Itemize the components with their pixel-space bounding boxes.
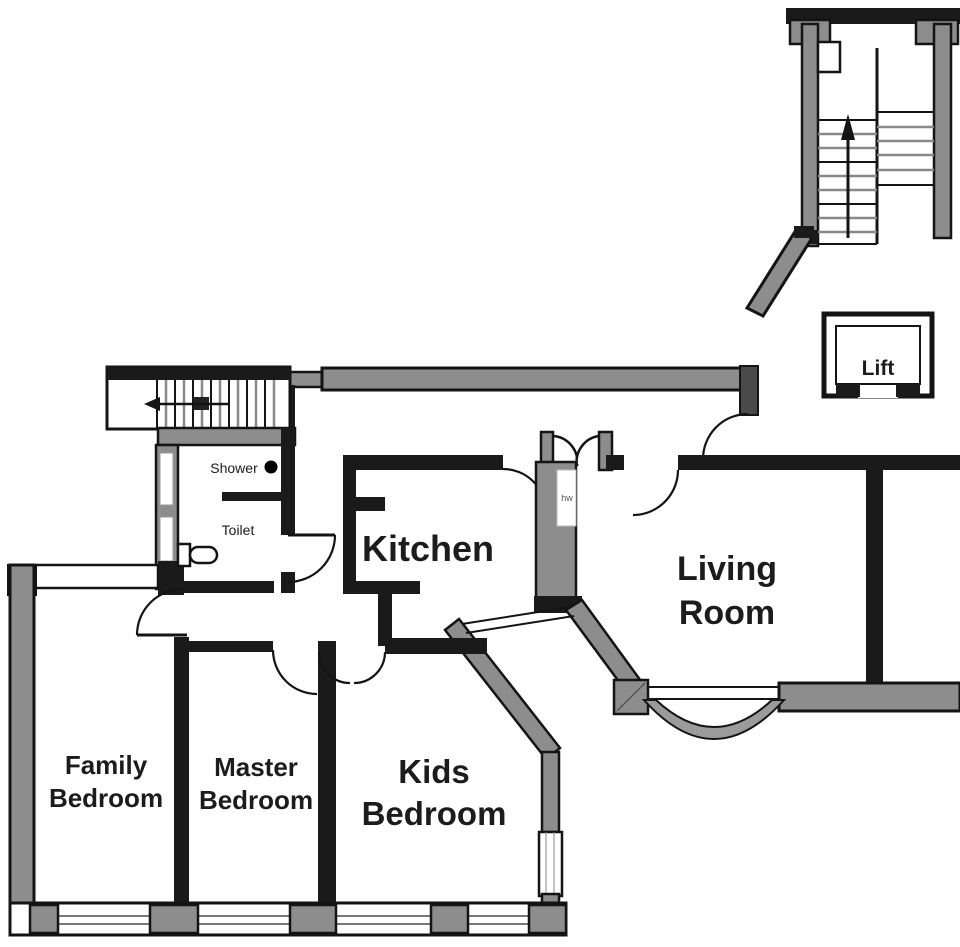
kids-bedroom-label-line1: Kids xyxy=(398,753,470,790)
kitchen-top-wall xyxy=(343,455,503,470)
living-room-label-line1: Living xyxy=(677,550,777,588)
bottom-pier-5 xyxy=(527,903,568,935)
entrance-jamb xyxy=(739,365,759,416)
kitchen-wall-jog xyxy=(343,497,385,511)
stair-inner-notch xyxy=(816,40,842,74)
lift-shaft: Lift xyxy=(821,311,935,399)
hw-cupboard-nook xyxy=(556,469,577,527)
bedroom-wing xyxy=(7,563,564,937)
stair-right-flight xyxy=(877,111,934,186)
lift-jamb-right xyxy=(896,384,920,397)
lift-inner-wall xyxy=(835,325,921,385)
bottom-window-glazing xyxy=(58,915,529,925)
hall-top-wall xyxy=(320,366,744,392)
living-right-wall xyxy=(866,470,883,686)
hw-label: hw xyxy=(561,493,573,503)
master-bedroom-label-line1: Master xyxy=(214,752,298,782)
double-door-leaf-right xyxy=(575,434,600,467)
down-arrow-icon xyxy=(144,397,228,411)
bathroom-top-wall xyxy=(156,426,297,447)
bathroom-door-swing xyxy=(287,534,337,584)
stair-left-wall xyxy=(800,22,820,248)
kitchen-left-wall-upper xyxy=(343,455,356,505)
internal-stair-top-wall xyxy=(107,367,290,380)
bathroom-right-wall-upper xyxy=(281,428,295,535)
kitchen: Kitchen xyxy=(343,455,548,646)
master-kids-divider-wall xyxy=(318,641,336,906)
toilet-icon xyxy=(176,542,219,568)
glazed-screen-line-2 xyxy=(465,615,575,634)
bottom-pier-4 xyxy=(429,903,470,935)
bottom-external-wall xyxy=(8,901,568,937)
kids-top-wall xyxy=(385,638,487,654)
family-master-divider-wall xyxy=(174,637,189,905)
shower-dot-icon xyxy=(264,460,278,474)
shower-toilet-room: Shower Toilet xyxy=(154,426,337,595)
lift-label: Lift xyxy=(862,357,895,380)
master-door-swing xyxy=(271,649,318,696)
kids-east-window xyxy=(537,830,564,898)
internal-stair-treads xyxy=(156,380,276,428)
living-top-wall-stub xyxy=(606,455,624,470)
toilet-label: Toilet xyxy=(222,522,255,538)
lift-jamb-left xyxy=(836,384,860,397)
kids-door-swing-right xyxy=(353,651,387,685)
master-bedroom-label-line2: Bedroom xyxy=(199,785,313,815)
kitchen-bottom-left-wall xyxy=(343,581,420,594)
up-arrow-icon xyxy=(841,114,855,238)
family-bedroom-label-line1: Family xyxy=(65,750,148,780)
lift-outer-wall xyxy=(821,311,935,399)
lobby-diagonal-wall xyxy=(744,228,815,318)
kids-door-swing-left xyxy=(317,651,351,685)
family-bedroom-label-line2: Bedroom xyxy=(49,783,163,813)
master-top-wall xyxy=(187,641,273,652)
living-bottom-wall xyxy=(777,681,960,713)
bottom-wall-band xyxy=(8,901,568,937)
glazed-screen-line-1 xyxy=(461,606,571,625)
diagonal-wall-cap xyxy=(794,226,814,238)
living-room-label-line2: Room xyxy=(679,594,775,632)
kids-bedroom-label-line2: Bedroom xyxy=(362,795,507,832)
bathroom-window-lower xyxy=(159,516,174,562)
communal-staircase xyxy=(744,8,960,318)
entrance-hall xyxy=(278,365,759,460)
bathroom-bottom-wall xyxy=(168,581,274,593)
living-room: Living Room xyxy=(606,455,960,740)
bottom-pier-1 xyxy=(28,903,60,935)
kitchen-left-wall-mid xyxy=(343,511,356,587)
outer-left-wall xyxy=(8,563,36,937)
hw-cupboard: hw xyxy=(534,430,614,613)
shower-screen xyxy=(222,492,284,501)
living-door-swing xyxy=(632,469,680,517)
stair-right-wall xyxy=(932,22,953,240)
kids-east-wall xyxy=(540,750,561,834)
room-labels: Family Bedroom Master Bedroom Kids Bedro… xyxy=(49,750,506,832)
kitchen-left-wall-lower xyxy=(378,594,392,646)
family-door-swing xyxy=(135,587,184,636)
entrance-door-swing xyxy=(701,412,749,460)
lift-door-opening xyxy=(858,386,898,398)
bay-window xyxy=(612,678,787,740)
living-top-wall xyxy=(678,455,960,470)
bay-window-bow xyxy=(641,699,787,740)
bottom-pier-3 xyxy=(288,903,338,935)
kitchen-label: Kitchen xyxy=(362,528,494,569)
shower-label: Shower xyxy=(210,460,258,476)
bathroom-window-upper xyxy=(159,452,174,506)
internal-staircase xyxy=(105,365,292,431)
bottom-pier-2 xyxy=(148,903,200,935)
